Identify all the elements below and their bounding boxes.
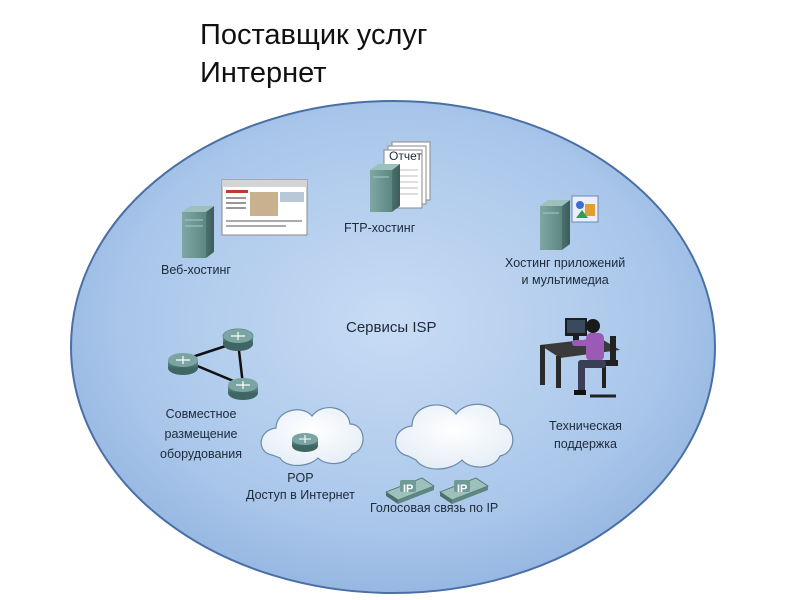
- web-hosting-server-icon: [182, 206, 214, 258]
- ftp-server-icon: [370, 164, 400, 212]
- ip-phone-2-label: IP: [457, 483, 468, 495]
- title-line-1: Поставщик услуг: [200, 19, 428, 51]
- colocation-label: Совместное размещение оборудования: [160, 407, 243, 461]
- voip-cloud-icon: [395, 403, 514, 470]
- pop-label: POP Доступ в Интернет: [246, 471, 355, 502]
- ip-phone-1-label: IP: [403, 483, 414, 495]
- ip-phone-icon: [439, 477, 489, 504]
- webpage-icon: [221, 179, 308, 236]
- multimedia-icon: [571, 195, 599, 223]
- ftp-hosting-label: FTP-хостинг: [344, 221, 416, 235]
- colocation-network-icon: [168, 328, 258, 400]
- router-icon: [228, 378, 258, 400]
- voip-label: Голосовая связь по IP: [370, 501, 499, 515]
- router-icon: [292, 433, 318, 452]
- ip-phone-icon: [385, 477, 435, 504]
- pop-cloud-icon: [260, 407, 364, 467]
- support-label: Техническая поддержка: [549, 419, 622, 451]
- router-icon: [168, 353, 198, 375]
- diagram-title: Поставщик услуг Интернет: [200, 16, 427, 92]
- router-icon: [222, 328, 254, 351]
- app-hosting-label: Хостинг приложений и мультимедиа: [505, 256, 626, 287]
- web-hosting-label: Веб-хостинг: [161, 263, 231, 277]
- report-label: Отчет: [389, 149, 422, 163]
- title-line-2: Интернет: [200, 57, 327, 89]
- isp-services-label: Сервисы ISP: [346, 319, 437, 336]
- tech-support-person-icon: [540, 318, 620, 398]
- app-server-icon: [540, 200, 570, 250]
